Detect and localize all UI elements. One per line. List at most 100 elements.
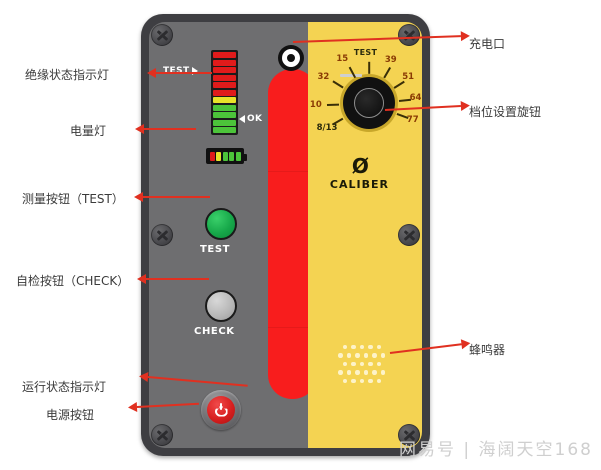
buzzer-hole <box>380 370 386 375</box>
battery-level-icon <box>206 148 247 164</box>
dial-number: 10 <box>309 99 322 110</box>
dial-pointer <box>339 74 362 77</box>
arrow-battery-light <box>135 124 196 134</box>
check-button-label: CHECK <box>194 326 235 337</box>
dial-number: 64 <box>409 92 422 103</box>
test-marker: TEST <box>163 66 198 76</box>
buzzer-hole <box>338 353 343 358</box>
screw-mid-right <box>398 224 420 246</box>
buzzer-hole <box>342 344 348 350</box>
buzzer-hole <box>372 353 377 358</box>
buzzer-hole <box>380 353 386 358</box>
led-segment <box>213 74 236 81</box>
dial-tick <box>383 67 391 79</box>
ok-marker-label: OK <box>247 114 263 124</box>
screw-top-right <box>398 24 420 46</box>
led-segment <box>213 104 236 111</box>
dial-knob[interactable] <box>342 77 395 129</box>
annotation-check-button: 自检按钮（CHECK） <box>16 274 130 288</box>
power-button-bezel <box>201 390 241 430</box>
dial-number: 15 <box>336 53 349 64</box>
dial-tick <box>326 104 339 107</box>
buzzer-holes <box>336 338 388 390</box>
buzzer-hole <box>338 370 343 375</box>
buzzer-hole <box>363 353 369 358</box>
caliber-dial[interactable]: TEST 39 51 64 77 8/13 10 32 15 <box>310 48 422 156</box>
device-body: TEST OK TEST CHECK <box>141 14 430 456</box>
buzzer-hole <box>355 353 360 358</box>
annotation-run-status-indicator: 运行状态指示灯 <box>22 380 107 394</box>
buzzer-hole <box>376 378 382 384</box>
dial-number: 32 <box>317 71 330 82</box>
charging-port-ring <box>282 49 300 67</box>
insulation-led-bar <box>211 50 238 135</box>
led-segment <box>213 52 236 58</box>
dial-number: 77 <box>406 115 419 126</box>
led-segment <box>213 67 236 73</box>
battery-cell <box>222 151 228 161</box>
triangle-left-icon <box>239 115 245 123</box>
test-button[interactable] <box>205 208 237 240</box>
ok-marker: OK <box>239 114 262 124</box>
buzzer-hole <box>351 344 356 350</box>
buzzer-hole <box>359 344 365 350</box>
caliber-caption: CALIBER <box>329 178 389 191</box>
led-segment <box>213 89 236 96</box>
annotation-charging-port: 充电口 <box>469 37 506 51</box>
buzzer-hole <box>372 370 377 375</box>
arrow-insulation-indicator <box>147 68 212 78</box>
buzzer-hole <box>346 370 352 375</box>
dial-tick <box>368 61 370 74</box>
power-icon <box>214 402 228 417</box>
screw-bottom-left <box>151 424 173 446</box>
charging-port[interactable] <box>278 45 304 71</box>
buzzer-hole <box>359 361 365 367</box>
arrow-check-button <box>137 274 209 284</box>
dial-tick <box>332 80 344 89</box>
annotation-power-button: 电源按钮 <box>46 408 95 422</box>
buzzer-hole <box>368 361 373 367</box>
dial-number: 8/13 <box>316 123 338 133</box>
dial-number: 51 <box>402 71 415 82</box>
arrow-test-button <box>134 192 210 202</box>
test-marker-label: TEST <box>163 66 190 76</box>
led-segment <box>213 82 236 88</box>
watermark: 网易号 | 海阔天空168 <box>399 440 593 460</box>
annotation-gear-knob: 档位设置旋钮 <box>469 105 542 119</box>
buzzer-hole <box>355 370 360 375</box>
buzzer-hole <box>342 378 348 384</box>
battery-cell <box>216 151 221 161</box>
annotation-battery-light: 电量灯 <box>70 124 107 138</box>
diameter-symbol-icon: Ø <box>351 154 369 178</box>
power-button[interactable] <box>207 396 235 424</box>
buzzer-hole <box>368 344 373 350</box>
test-button-label: TEST <box>200 244 231 255</box>
buzzer-hole <box>346 353 352 358</box>
dial-tick <box>393 80 405 89</box>
dial-number: 39 <box>384 54 397 65</box>
led-segment <box>213 97 236 103</box>
led-segment <box>213 127 236 133</box>
triangle-right-icon <box>191 67 198 75</box>
buzzer-hole <box>342 361 348 367</box>
buzzer-hole <box>376 344 382 350</box>
screw-bottom-right <box>398 424 420 446</box>
battery-cell <box>235 151 241 161</box>
buzzer-hole <box>359 378 365 384</box>
dial-test-label: TEST <box>353 48 378 57</box>
annotation-buzzer: 蜂鸣器 <box>469 343 506 357</box>
led-segment <box>213 112 236 118</box>
dial-knob-inner <box>353 88 384 118</box>
buzzer-hole <box>363 370 369 375</box>
check-button[interactable] <box>205 290 237 322</box>
charging-port-center <box>287 54 295 62</box>
yellow-panel: TEST 39 51 64 77 8/13 10 32 15 Ø CALIBER <box>307 22 422 448</box>
battery-cell <box>229 151 234 161</box>
led-segment <box>213 119 236 126</box>
screw-top-left <box>151 24 173 46</box>
buzzer-hole <box>351 378 356 384</box>
annotation-insulation-indicator: 绝缘状态指示灯 <box>25 68 110 82</box>
gray-panel: TEST OK TEST CHECK <box>149 22 317 448</box>
buzzer-hole <box>368 378 373 384</box>
